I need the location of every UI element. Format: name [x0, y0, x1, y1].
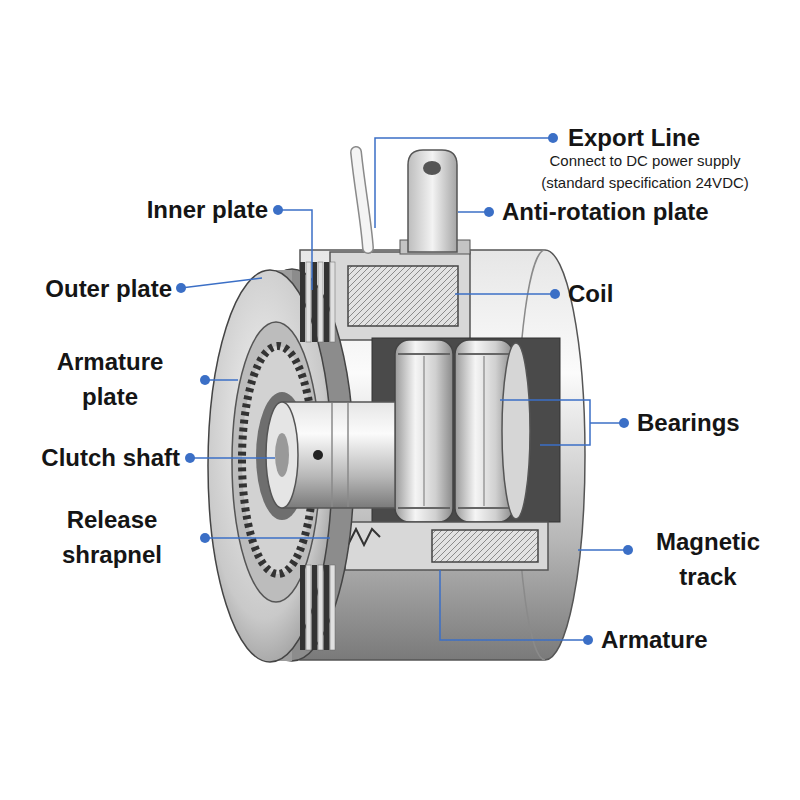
friction-plate	[300, 262, 305, 342]
part-label: Magnetic track	[633, 525, 783, 595]
supply-note: Connect to DC power supply (standard spe…	[520, 150, 770, 194]
part-label: Bearings	[637, 406, 740, 441]
shaft-center	[275, 433, 289, 477]
coil-section	[348, 266, 458, 326]
leader-line	[205, 537, 330, 539]
friction-plate	[300, 565, 305, 650]
leader-dot	[548, 133, 558, 143]
anti-rotation-plate	[408, 150, 457, 252]
housing-section	[330, 252, 470, 340]
leader-line	[590, 422, 623, 424]
friction-plate	[318, 262, 323, 342]
leader-dot	[484, 207, 494, 217]
friction-plate	[306, 262, 311, 342]
part-label: Inner plate	[147, 193, 268, 228]
bearing-face	[502, 343, 530, 519]
wire	[356, 152, 368, 248]
leader-dot	[273, 205, 283, 215]
leader-dot	[185, 453, 195, 463]
leader-line	[181, 278, 262, 288]
shaft-end	[266, 402, 298, 508]
part-label: Armature	[601, 623, 708, 658]
bearing-groove	[483, 356, 485, 506]
friction-plate	[330, 565, 335, 650]
bearing	[395, 340, 453, 522]
leader-line	[458, 211, 487, 213]
friction-plate	[324, 565, 329, 650]
bearing-race	[458, 507, 510, 509]
friction-plate	[330, 262, 335, 342]
shaft-groove	[331, 403, 333, 507]
leader-line	[278, 210, 312, 290]
leader-line	[578, 549, 628, 551]
part-label: Armature plate	[35, 345, 185, 415]
bearing-race	[398, 353, 450, 355]
housing-section	[345, 522, 548, 570]
friction-plate	[324, 262, 329, 342]
leader-dot	[200, 375, 210, 385]
coil-section	[432, 530, 538, 562]
bracket	[500, 400, 590, 445]
leader-line	[440, 570, 587, 640]
leader-dot	[583, 635, 593, 645]
leader-dot	[550, 289, 560, 299]
shaft-groove	[347, 403, 349, 507]
leader-line	[190, 457, 275, 459]
part-label: Outer plate	[45, 272, 172, 307]
friction-plate	[312, 565, 317, 650]
wire-label: Export Line	[568, 121, 700, 156]
part-label: Coil	[568, 277, 613, 312]
leader-dot	[200, 533, 210, 543]
part-label: Clutch shaft	[41, 441, 180, 476]
friction-plate	[306, 565, 311, 650]
leader-dot	[619, 418, 629, 428]
mounting-hole	[423, 161, 441, 175]
bearing-groove	[423, 356, 425, 506]
leader-dot	[176, 283, 186, 293]
wire-outline	[356, 152, 368, 248]
pin-hole	[313, 450, 323, 460]
friction-plate	[318, 565, 323, 650]
leader-line	[455, 293, 553, 295]
bearing-race	[398, 507, 450, 509]
bearing-race	[458, 353, 510, 355]
cutaway-interior	[372, 338, 560, 522]
leader-dot	[623, 545, 633, 555]
part-label: Release shrapnel	[32, 503, 192, 573]
clutch-shaft	[282, 402, 395, 508]
part-label: Anti-rotation plate	[502, 195, 709, 230]
